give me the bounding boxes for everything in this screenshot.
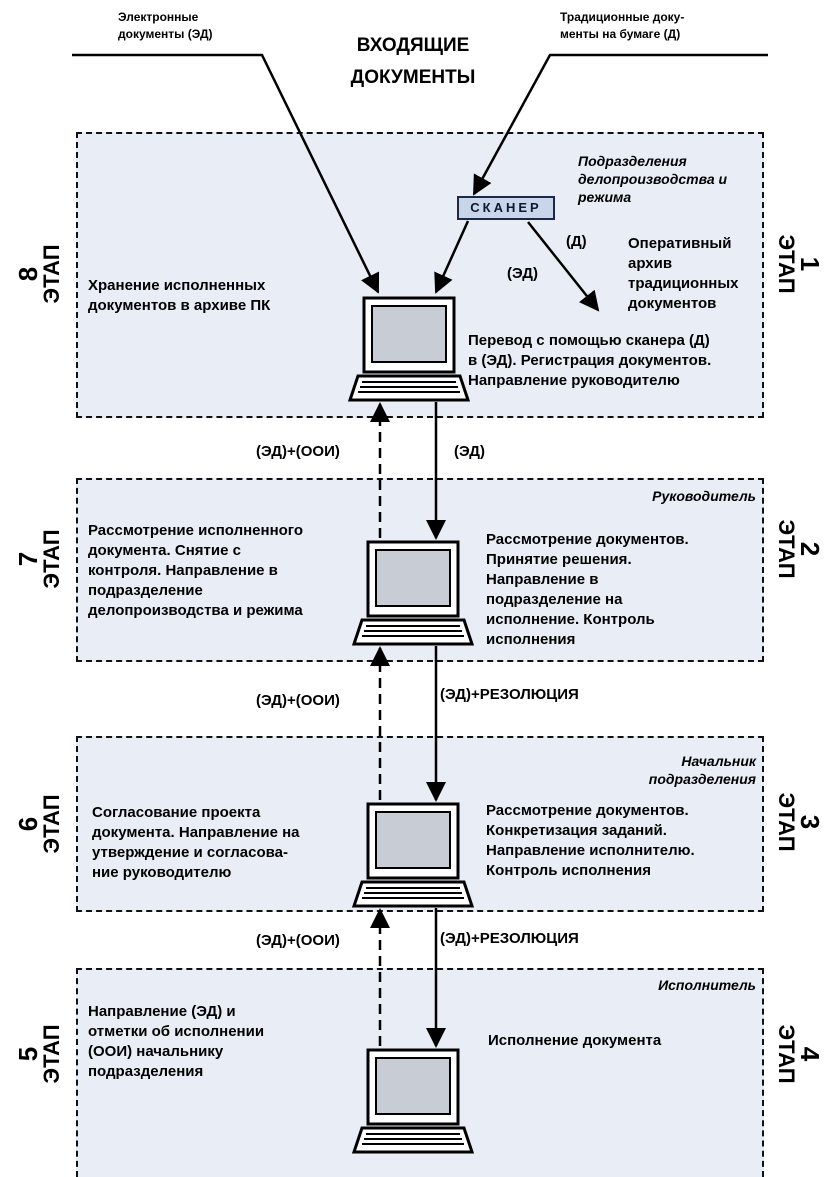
laptop-icon-executor: [352, 1048, 474, 1154]
flow-up-3-label: (ЭД)+(ООИ): [256, 932, 340, 949]
electronic-label-ed: (ЭД): [507, 265, 538, 282]
stage3-description: Рассмотрение документов. Конкретизация з…: [486, 802, 695, 879]
flow-down-3-label: (ЭД)+РЕЗОЛЮЦИЯ: [440, 930, 579, 947]
stage5-description: Направление (ЭД) и отметки об исполнении…: [88, 1003, 265, 1080]
laptop-icon-manager: [352, 540, 474, 646]
stage8-description: Хранение исполненных документов в архиве…: [88, 277, 271, 314]
electronic-docs-label: Электронные документы (ЭД): [118, 10, 213, 41]
operative-archive-label: Оперативный архив традиционных документо…: [628, 235, 739, 312]
manager-role-label: Руководитель: [652, 488, 756, 504]
laptop-icon: [352, 802, 474, 908]
scanner-box: СКАНЕР: [457, 196, 555, 220]
stage4-description: Исполнение документа: [488, 1032, 662, 1049]
electronic-docs-arrow: [72, 53, 380, 294]
laptop-icon: [348, 296, 470, 402]
department-office-label: Подразделения делопроизводства и режима: [578, 153, 728, 205]
stage7-description: Рассмотрение исполненного документа. Сня…: [88, 522, 304, 619]
flow-down-2-label: (ЭД)+РЕЗОЛЮЦИЯ: [440, 686, 579, 703]
incoming-docs-title: ВХОДЯЩИЕ ДОКУМЕНТЫ: [350, 35, 476, 88]
paper-label-d: (Д): [566, 233, 587, 250]
laptop-icon-registration: [348, 296, 470, 402]
stage2-description: Рассмотрение документов. Принятие решени…: [486, 531, 689, 648]
scanner-to-laptop-arrow: [434, 220, 470, 294]
laptop-icon: [352, 1048, 474, 1154]
laptop-icon: [352, 540, 474, 646]
department-head-role-label: Начальник подразделения: [648, 753, 756, 787]
laptop-icon-department-head: [352, 802, 474, 908]
flow-up-1-label: (ЭД)+(ООИ): [256, 443, 340, 460]
stage1-description: Перевод с помощью сканера (Д) в (ЭД). Ре…: [468, 332, 712, 389]
flow-up-2-label: (ЭД)+(ООИ): [256, 692, 340, 709]
flow-down-1-label: (ЭД): [454, 443, 485, 460]
stage6-description: Согласование проекта документа. Направле…: [92, 804, 300, 881]
paper-docs-label: Традиционные доку- менты на бумаге (Д): [560, 10, 685, 41]
scanner-to-archive-arrow: [527, 221, 600, 312]
paper-docs-arrow: [472, 53, 768, 196]
executor-role-label: Исполнитель: [658, 977, 756, 993]
